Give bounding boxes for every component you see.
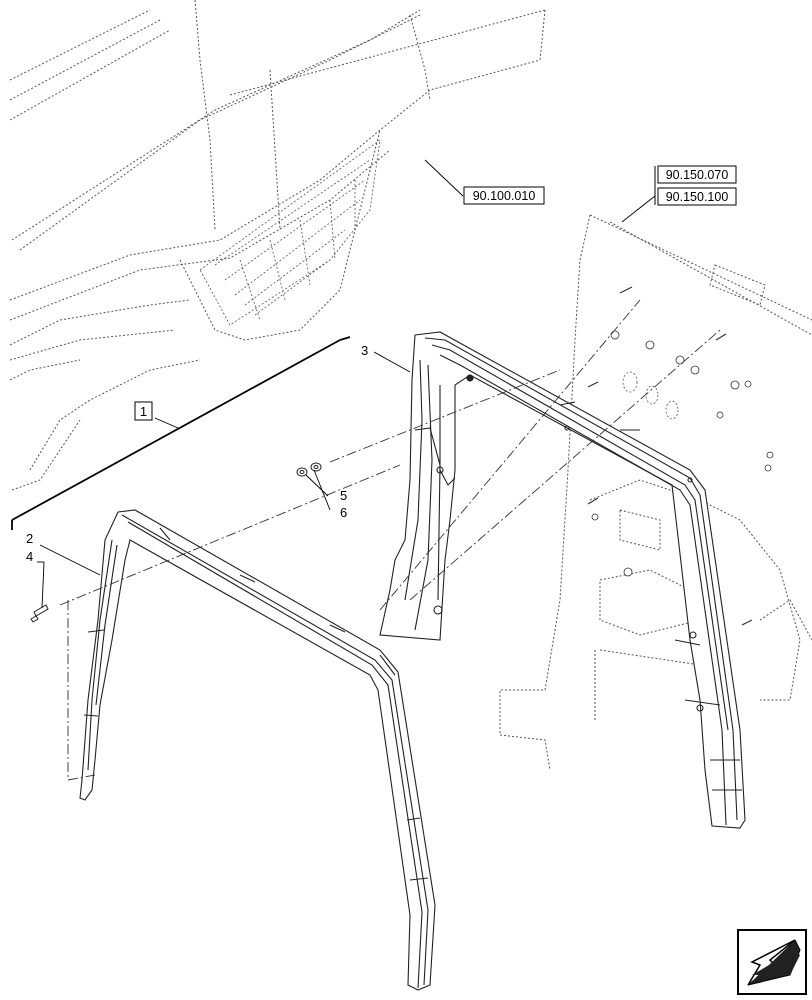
seal-left-part-2 — [79, 509, 436, 991]
nut-washer-parts-5-6 — [296, 462, 322, 477]
reference-box-90-150-070[interactable]: 90.150.070 — [657, 165, 737, 184]
assembly-lines — [59, 299, 721, 781]
seal-right-part-3 — [379, 331, 746, 829]
reference-box-90-150-100[interactable]: 90.150.100 — [657, 187, 737, 206]
callout-2[interactable]: 2 — [26, 531, 33, 546]
grille-panel — [199, 139, 381, 326]
reference-text: 90.100.010 — [473, 189, 536, 203]
callout-1[interactable]: 1 — [134, 401, 153, 421]
callout-4[interactable]: 4 — [26, 549, 33, 564]
rear-panel-outline — [499, 214, 812, 771]
reference-box-90-100-010[interactable]: 90.100.010 — [463, 186, 545, 205]
callout-label: 1 — [140, 404, 147, 419]
reference-text: 90.150.070 — [666, 168, 729, 182]
callout-3[interactable]: 3 — [361, 343, 368, 358]
callout-5[interactable]: 5 — [340, 488, 347, 503]
leader-lines — [37, 159, 656, 609]
screw-part-4 — [30, 604, 49, 623]
kit-bracket — [11, 336, 351, 530]
cab-body-outline — [9, 0, 546, 491]
previous-page-arrow-icon[interactable] — [737, 929, 807, 995]
panel-bolts — [591, 330, 774, 577]
panel-studs — [587, 286, 753, 626]
panel-holes — [622, 371, 679, 420]
reference-text: 90.150.100 — [666, 190, 729, 204]
callout-6[interactable]: 6 — [340, 505, 347, 520]
